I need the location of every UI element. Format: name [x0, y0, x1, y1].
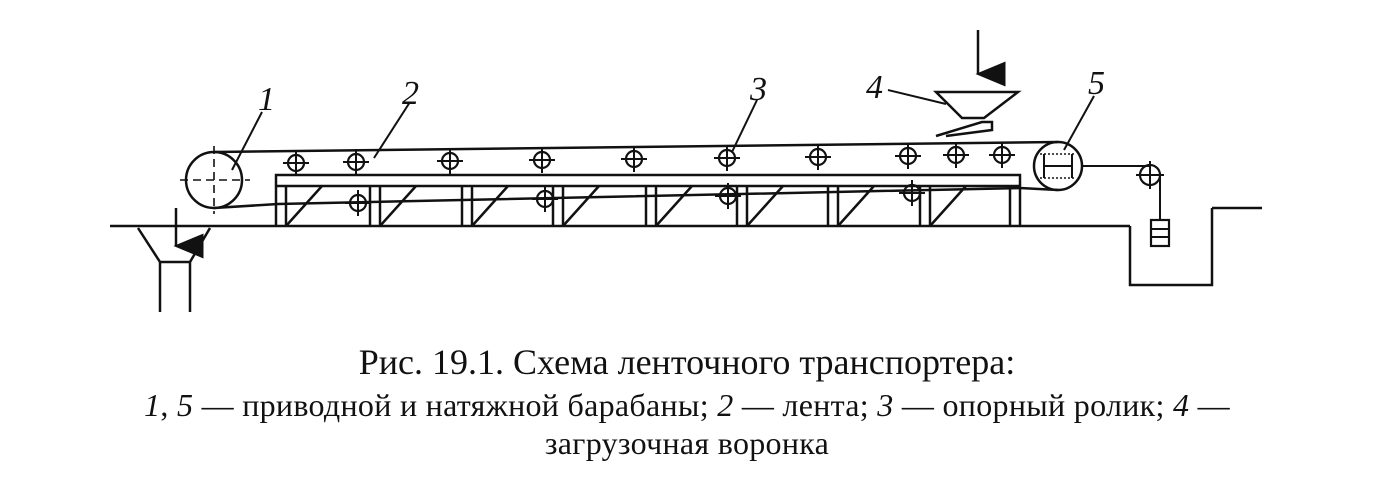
caption-legend: 1, 5 — приводной и натяжной барабаны; 2 …: [0, 386, 1374, 462]
loading-hopper: [932, 90, 1022, 138]
legend-text-hopper: загрузочная воронка: [544, 425, 830, 461]
label-3: 3: [749, 71, 767, 108]
label-1: 1: [258, 81, 275, 118]
belt-lower-run: [213, 186, 1059, 210]
legend-text-belt: — лента;: [733, 387, 878, 423]
label-4: 4: [866, 69, 883, 106]
tension-drum: [1032, 140, 1084, 192]
belt-conveyor-diagram: 1 2 3 4 5: [110, 30, 1262, 312]
legend-num-4: 4: [1173, 387, 1190, 423]
legend-text-drums: — приводной и натяжной барабаны;: [193, 387, 718, 423]
legend-num-3: 3: [877, 387, 894, 423]
weight-pit: [1128, 208, 1214, 287]
legend-sep: ,: [160, 387, 177, 423]
receiving-hopper: [136, 227, 212, 312]
tension-weight: [1149, 218, 1171, 248]
legend-num-5: 5: [177, 387, 194, 423]
legend-num-1: 1: [144, 387, 161, 423]
conveyor-frame: [274, 173, 1022, 227]
figure-caption: Рис. 19.1. Схема ленточного транспортера…: [0, 340, 1374, 462]
label-5: 5: [1088, 65, 1105, 102]
label-2: 2: [402, 75, 419, 112]
legend-num-2: 2: [717, 387, 734, 423]
legend-text-roller: — опорный ролик;: [893, 387, 1173, 423]
leader-lines: [231, 89, 1095, 171]
caption-title: Рис. 19.1. Схема ленточного транспортера…: [358, 342, 1016, 382]
legend-text-dash: —: [1189, 387, 1230, 423]
belt-upper-run: [213, 140, 1059, 154]
